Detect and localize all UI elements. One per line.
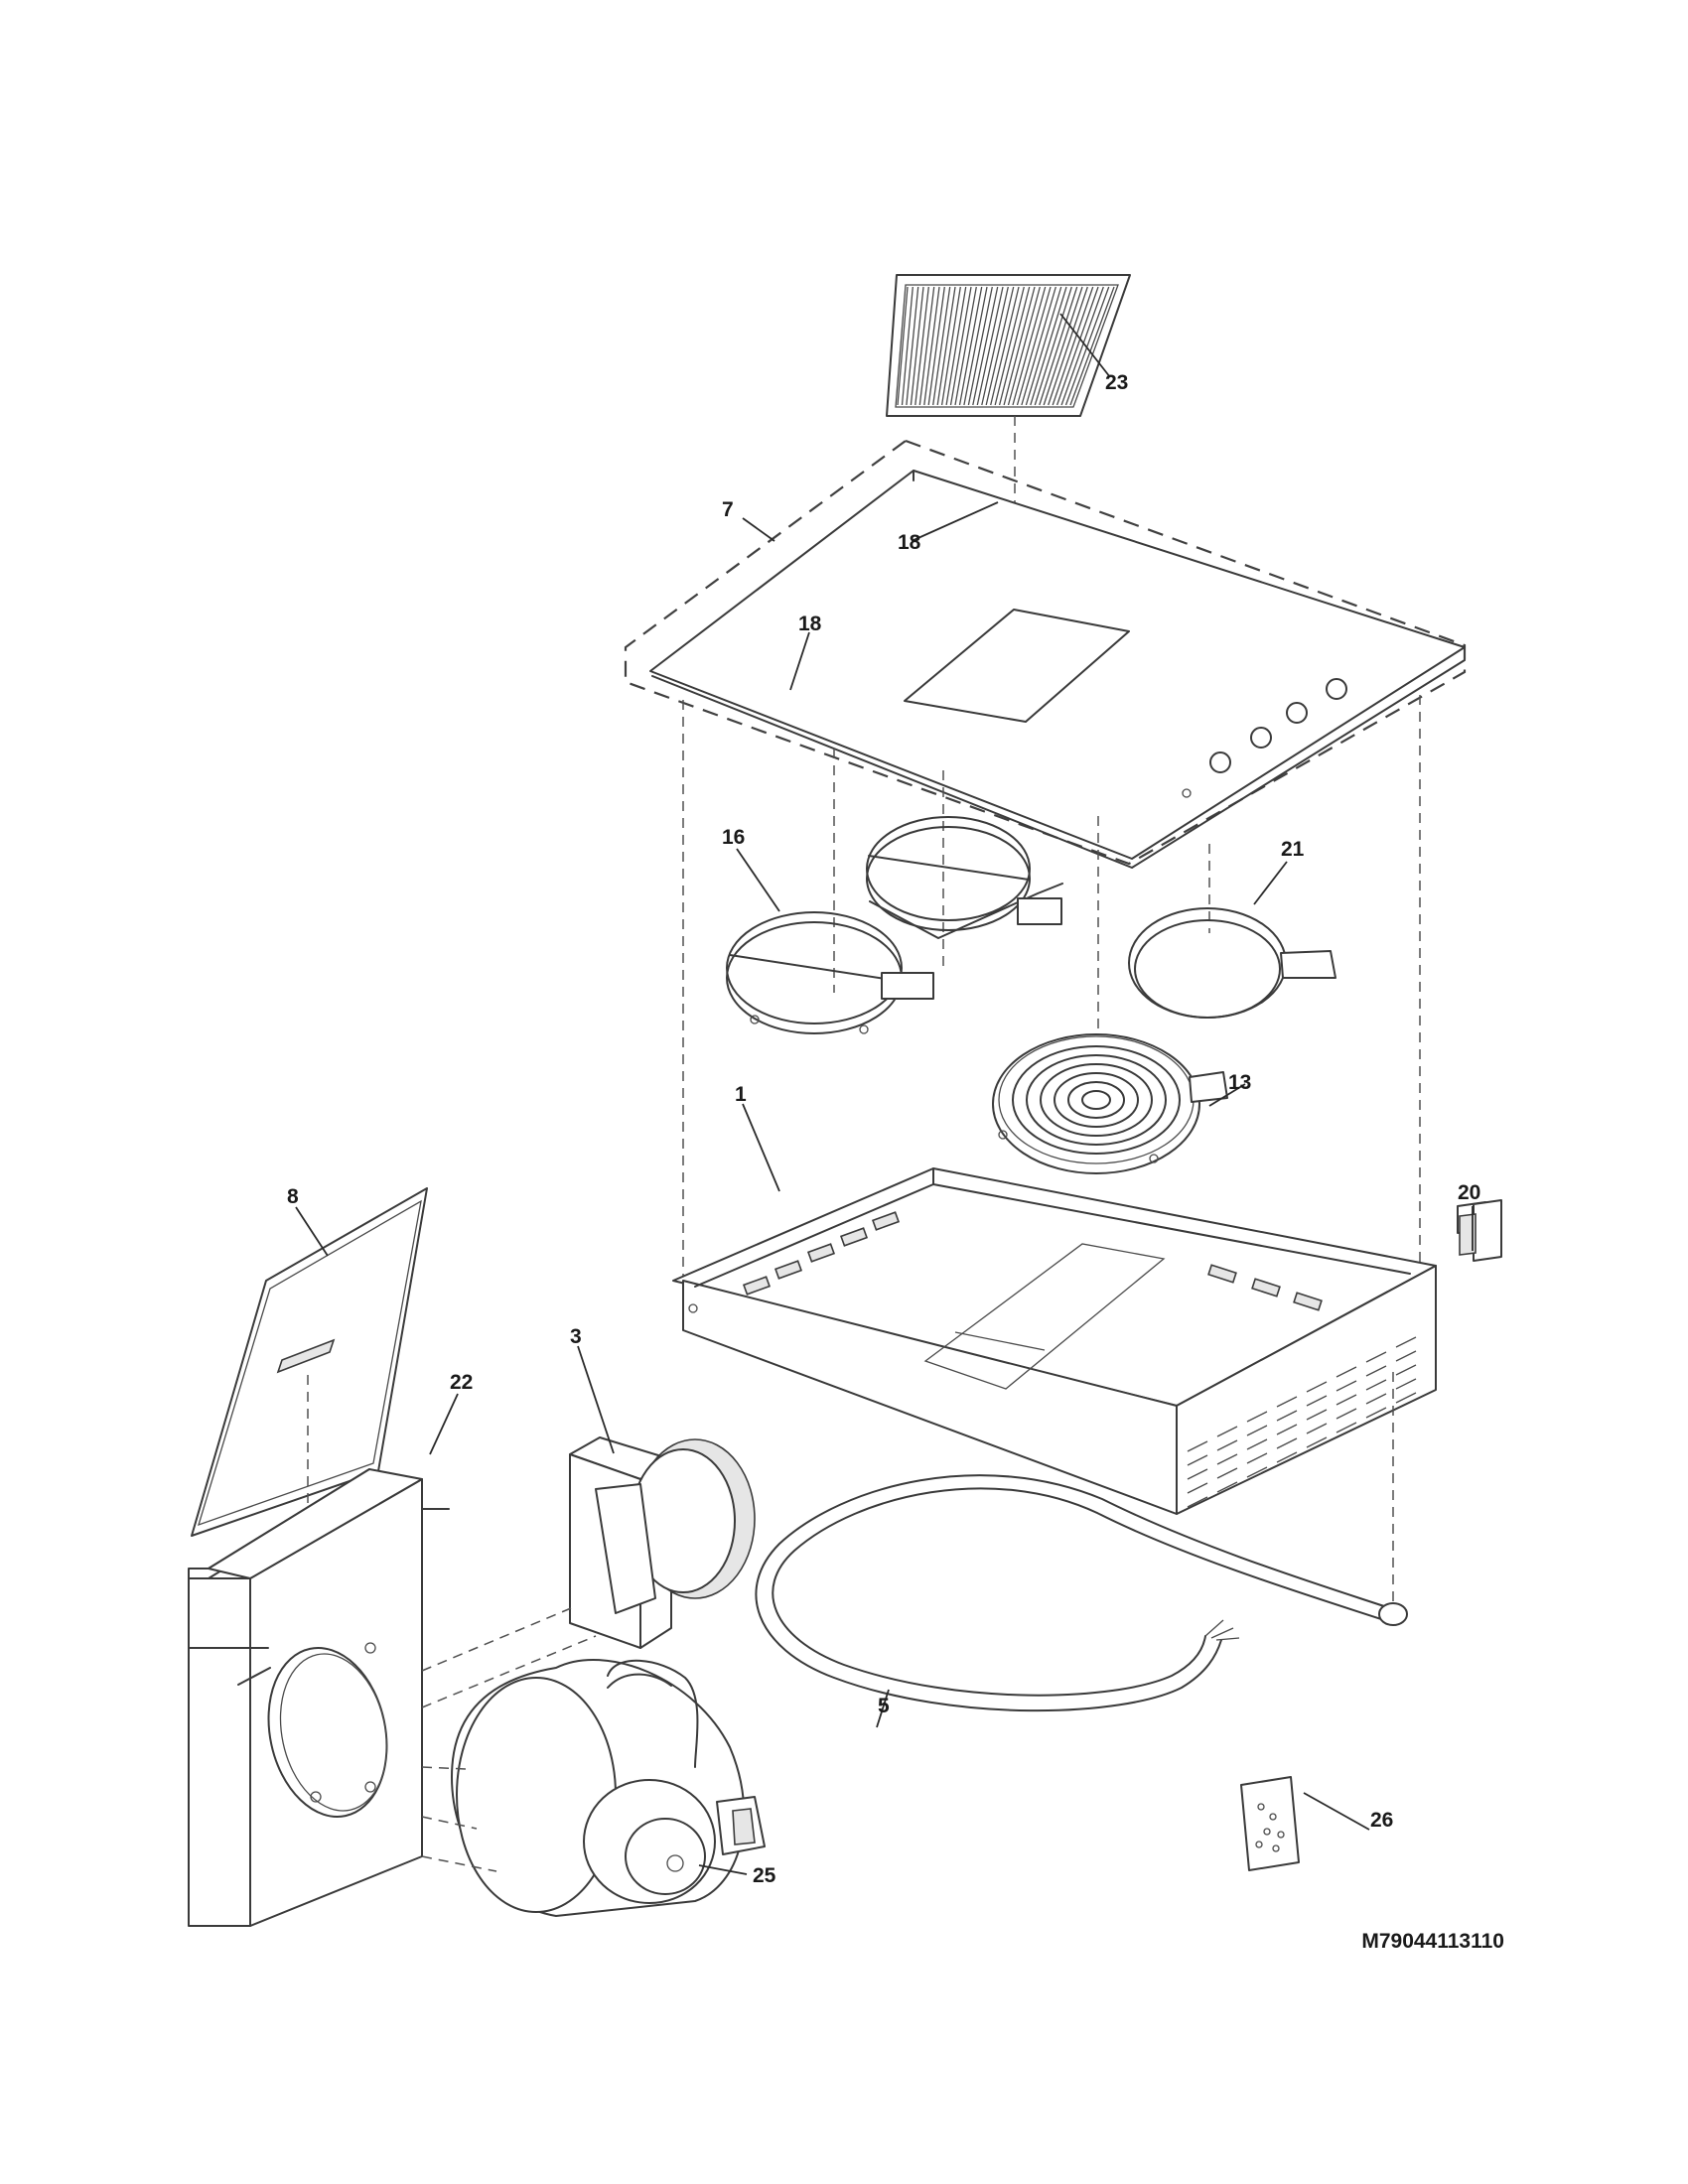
callout-7: 7 [722,498,734,521]
blower-motor-part[interactable] [451,1659,766,1917]
leader-lines [295,313,1474,1875]
housing-part[interactable] [188,1468,450,1927]
callout-8: 8 [287,1185,299,1208]
callout-26: 26 [1370,1809,1393,1832]
diagram-code: M79044113110 [1361,1930,1504,1953]
cooktop-glass-assembly[interactable] [624,439,1467,869]
callout-13: 13 [1228,1071,1251,1094]
cover-plate-part[interactable] [191,1187,428,1537]
element-ring-part[interactable] [1128,907,1336,1019]
callout-3: 3 [570,1325,582,1348]
callout-25: 25 [753,1864,776,1887]
callout-23: 23 [1105,371,1128,394]
callout-20: 20 [1458,1181,1480,1204]
duct-transition-part[interactable] [569,1436,756,1649]
callout-18-upper: 18 [898,531,921,554]
callout-21: 21 [1281,838,1305,861]
clip-bracket-part[interactable] [1457,1199,1502,1262]
callout-18-lower: 18 [798,613,822,635]
radiant-coil-element-part[interactable] [992,1033,1228,1174]
callout-1: 1 [735,1083,747,1106]
power-cord-part[interactable] [755,1474,1408,1712]
callout-labels: 23 7 18 18 16 21 13 20 1 8 22 3 5 25 26 … [287,371,1504,1953]
vent-grille-part[interactable] [886,274,1131,417]
callout-22: 22 [450,1371,473,1394]
callout-5: 5 [878,1695,890,1717]
hardware-bag-part[interactable] [1240,1776,1300,1871]
chassis-box-part[interactable] [672,1167,1437,1515]
callout-16: 16 [722,826,745,849]
dual-element-frame-part[interactable] [726,816,1063,1034]
